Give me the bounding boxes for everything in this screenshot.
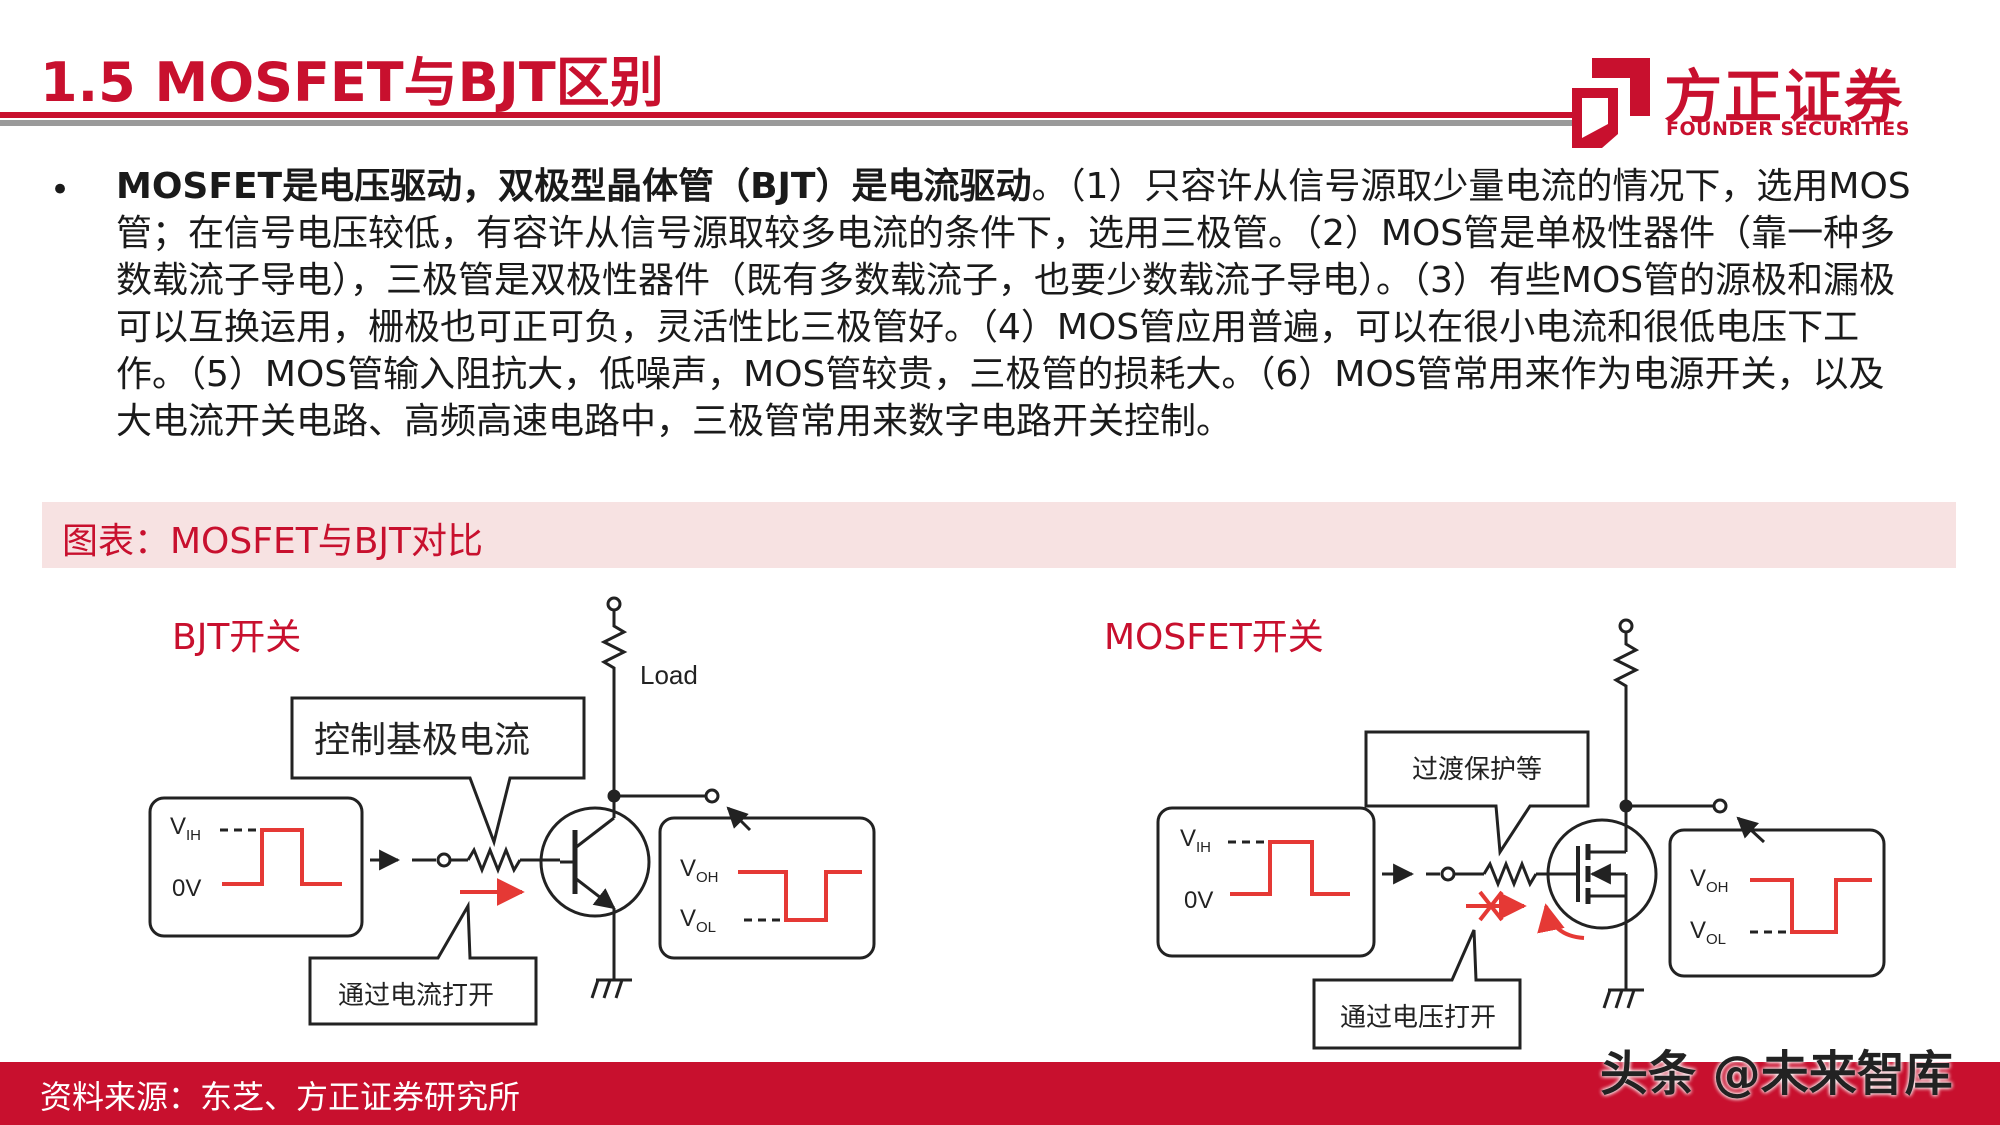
bullet-marker: • [50,170,71,210]
bjt-output-box [658,816,876,960]
bjt-vol-label: VOL [680,905,716,936]
source-note: 资料来源：东芝、方正证券研究所 [40,1078,521,1116]
bjt-callout-top-text: 控制基极电流 [314,720,530,761]
figure-caption: 图表：MOSFET与BJT对比 [62,521,483,562]
watermark: 头条 @未来智库 [1600,1046,1953,1102]
body-lead-bold: MOSFET是电压驱动，双极型晶体管（BJT）是电流驱动 [116,166,1032,207]
bjt-voh-label: VOH [680,855,719,886]
bjt-callout-top [290,696,586,848]
logo-english-text: FOUNDER SECURITIES [1666,118,1910,140]
bjt-switch-title: BJT开关 [172,617,302,658]
body-paragraph: MOSFET是电压驱动，双极型晶体管（BJT）是电流驱动。（1）只容许从信号源取… [116,163,1916,445]
bjt-input-pulse [222,828,342,886]
mosfet-0v-label: 0V [1184,887,1213,914]
bjt-load-resistor [600,610,628,712]
bjt-vih-label: VIH [170,813,201,844]
page-title: 1.5 MOSFET与BJT区别 [40,51,664,114]
mosfet-output-box [1668,828,1886,978]
title-underline-red [0,112,1575,118]
bjt-input-box [148,796,364,938]
mosfet-voltage-arrow [1537,903,1585,940]
mosfet-gate-resistor [1482,859,1538,889]
mosfet-switch-title: MOSFET开关 [1104,617,1324,658]
bjt-base-resistor [466,845,522,875]
body-rest-text: 。（1）只容许从信号源取少量电流的情况下，选用MOS管；在信号电压较低，有容许从… [116,166,1911,442]
mosfet-callout-top-text: 过渡保护等 [1412,755,1542,785]
mosfet-callout-bottom-text: 通过电压打开 [1340,1003,1496,1033]
bjt-0v-label: 0V [172,875,201,902]
bjt-transistor-symbol [539,806,651,918]
mosfet-voh-label: VOH [1690,865,1729,896]
logo-chinese-text: 方正证券 [1664,63,1905,131]
founder-securities-logo: 方正证券 FOUNDER SECURITIES [1572,48,1982,148]
bjt-load-label: Load [640,660,698,690]
circuit-diagrams: Load 控制基极电流 通过电流打开 VIH 0V VOH VOL 过渡保护等 … [148,596,1886,1050]
mosfet-input-box [1156,806,1376,958]
title-underline-gray [0,120,1575,126]
founder-logo-mark-icon [1572,58,1650,148]
mosfet-callout-bottom [1312,929,1522,1050]
mosfet-vol-label: VOL [1690,917,1726,948]
caption-bar [42,502,1956,568]
footer-bar [0,1062,2000,1125]
bjt-callout-bottom-text: 通过电流打开 [338,981,494,1011]
bjt-circuit [148,596,876,1026]
mosfet-transistor-symbol [1546,818,1658,930]
bjt-output-pulse [738,870,862,922]
mosfet-load-resistor [1612,632,1640,720]
mosfet-callout-top [1364,730,1590,857]
mosfet-output-pulse [1750,878,1872,934]
bjt-callout-bottom [308,900,538,1026]
mosfet-input-pulse [1230,840,1350,896]
mosfet-circuit [1156,618,1886,1050]
mosfet-vih-label: VIH [1180,825,1211,856]
